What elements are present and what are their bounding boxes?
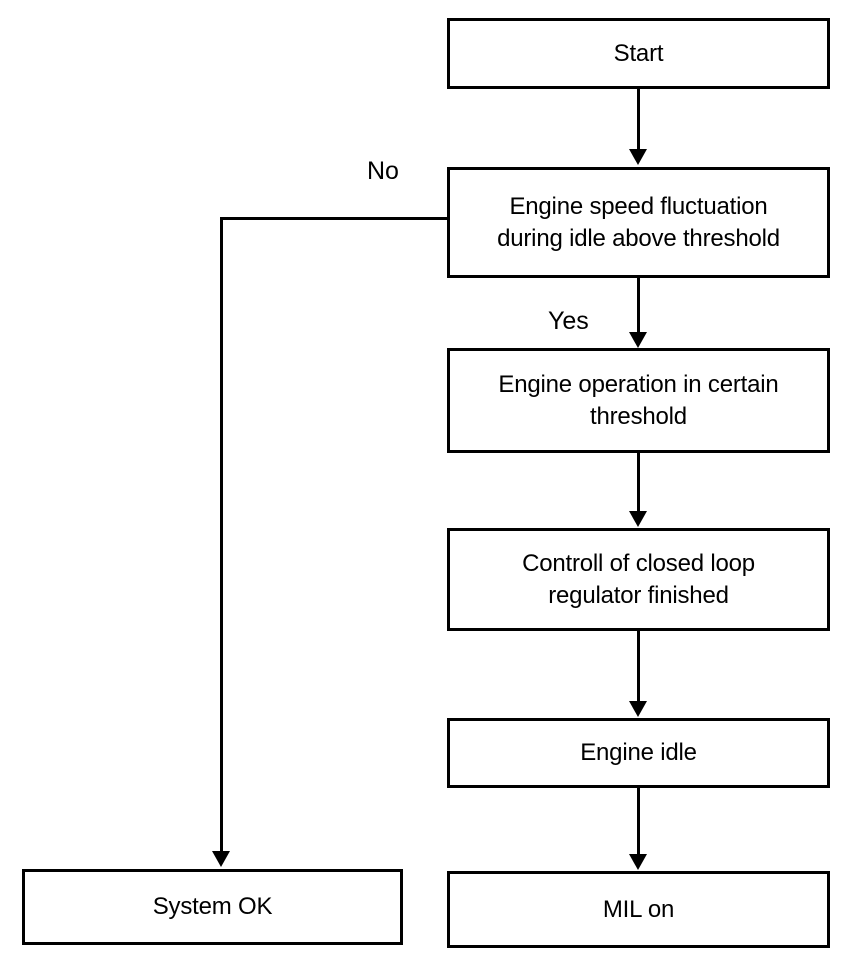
edge-fluctuation-to-system-ok-arrowhead bbox=[212, 851, 230, 867]
node-engine-speed-fluctuation[interactable]: Engine speed fluctuation during idle abo… bbox=[447, 167, 830, 278]
edge-operation-to-controll-stem bbox=[637, 453, 640, 511]
edge-operation-to-controll-arrowhead bbox=[629, 511, 647, 527]
edge-label-no: No bbox=[367, 157, 399, 185]
node-start[interactable]: Start bbox=[447, 18, 830, 89]
edge-fluctuation-to-system-ok-horizontal bbox=[220, 217, 449, 220]
edge-idle-to-mil-on-stem bbox=[637, 788, 640, 854]
edge-controll-to-idle-stem bbox=[637, 631, 640, 701]
edge-start-to-fluctuation-stem bbox=[637, 89, 640, 149]
edge-idle-to-mil-on-arrowhead bbox=[629, 854, 647, 870]
edge-fluctuation-to-system-ok-vertical bbox=[220, 217, 223, 851]
edge-label-yes: Yes bbox=[548, 307, 589, 335]
node-controll-closed-loop-regulator[interactable]: Controll of closed loop regulator finish… bbox=[447, 528, 830, 631]
node-mil-on[interactable]: MIL on bbox=[447, 871, 830, 948]
edge-fluctuation-to-operation-arrowhead bbox=[629, 332, 647, 348]
node-system-ok[interactable]: System OK bbox=[22, 869, 403, 945]
node-engine-operation-threshold[interactable]: Engine operation in certain threshold bbox=[447, 348, 830, 453]
node-engine-idle[interactable]: Engine idle bbox=[447, 718, 830, 788]
edge-controll-to-idle-arrowhead bbox=[629, 701, 647, 717]
edge-start-to-fluctuation-arrowhead bbox=[629, 149, 647, 165]
edge-fluctuation-to-operation-stem bbox=[637, 278, 640, 332]
